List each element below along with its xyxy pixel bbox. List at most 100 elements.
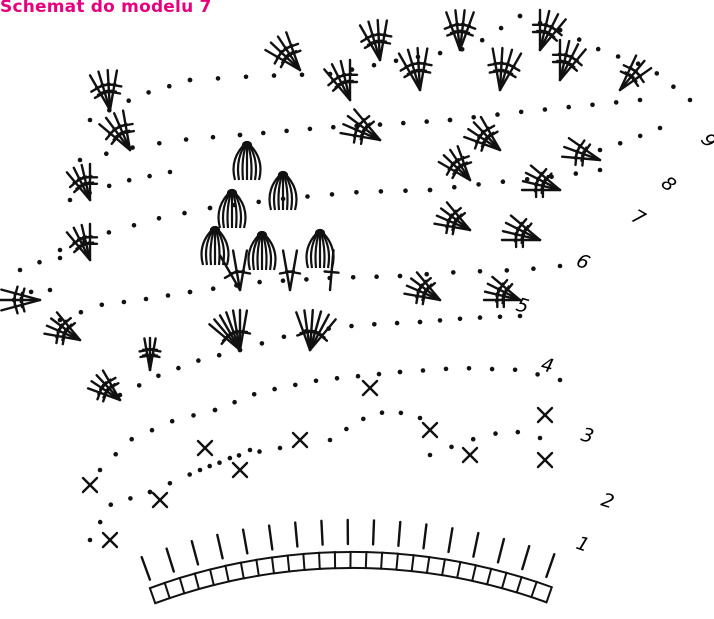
chain-stitch-dot: [278, 446, 283, 451]
chain-stitch-dot: [127, 178, 132, 183]
chain-stitch-dot: [257, 280, 262, 285]
chain-stitch-dot: [305, 194, 310, 199]
chain-stitch-dot: [401, 121, 406, 126]
chain-stitch-dot: [471, 115, 476, 120]
foundation-chain-block: [366, 552, 383, 569]
chain-stitch-dot: [449, 445, 454, 450]
round-1-stitch: [546, 554, 554, 577]
foundation-chain-block: [335, 552, 351, 568]
treble-crossbar: [119, 124, 133, 126]
chain-stitch-dot: [596, 47, 601, 52]
chain-stitch-dot: [428, 188, 433, 193]
chain-stitch-dot: [671, 84, 676, 89]
chain-stitch-dot: [282, 335, 287, 340]
chain-stitch-dot: [574, 171, 579, 176]
chain-stitch-dot: [490, 367, 495, 372]
chain-stitch-dot: [191, 413, 196, 418]
chain-stitch-dot: [398, 370, 403, 375]
chain-stitch-dot: [577, 37, 582, 42]
chain-stitch-dot: [379, 189, 384, 194]
row-number-label: 9: [696, 129, 714, 152]
chain-stitch-dot: [228, 456, 233, 461]
chain-stitch-dot: [208, 206, 213, 211]
chain-stitch-dot: [614, 100, 619, 105]
chain-stitch-dot: [519, 110, 524, 115]
chain-stitch-dot: [308, 127, 313, 132]
chain-stitch-dot: [688, 98, 693, 103]
foundation-chain-block: [303, 553, 320, 570]
chain-stitch-dot: [418, 416, 423, 421]
round-1-stitch: [142, 557, 150, 580]
chain-stitch-dot: [293, 383, 298, 388]
chain-stitch-dot: [403, 188, 408, 193]
treble-crossbar: [576, 141, 584, 153]
cluster-stitches: [202, 142, 334, 270]
chain-stitch-dot: [513, 368, 518, 373]
chain-stitch-dot: [216, 76, 221, 81]
chain-stitch-dot: [590, 103, 595, 108]
treble-crochet-symbol: [240, 251, 247, 290]
chain-stitch-dot: [377, 372, 382, 377]
chain-stitch-dot: [98, 468, 103, 473]
chain-stitch-dot: [252, 392, 257, 397]
chain-stitch-dot: [182, 211, 187, 216]
chain-stitch-dot: [518, 14, 523, 19]
chain-stitch-dot: [558, 264, 563, 269]
chain-stitch-dot: [655, 71, 660, 76]
chain-stitch-dot: [188, 290, 193, 295]
chain-stitch-dot: [104, 151, 109, 156]
chain-stitch-dot: [598, 148, 603, 153]
chain-stitch-dot: [122, 300, 127, 305]
chain-stitch-dot: [170, 419, 175, 424]
chain-stitch-dot: [18, 268, 23, 273]
round-1-stitch: [321, 521, 322, 545]
chain-stitch-dot: [428, 453, 433, 458]
chain-stitch-dot: [132, 223, 137, 228]
chain-stitch-dot: [331, 125, 336, 130]
row-number-label: 3: [579, 424, 596, 448]
chain-stitch-dot: [424, 119, 429, 124]
chain-stitch-dot: [438, 318, 443, 323]
chain-stitch-dot: [618, 141, 623, 146]
foundation-chain-block: [381, 553, 398, 570]
round-1-stitch: [243, 530, 247, 554]
chain-stitch-dot: [361, 417, 366, 422]
chain-stitch-dot: [304, 277, 309, 282]
chain-stitch-dot: [188, 78, 193, 83]
chain-stitch-dot: [128, 496, 133, 501]
chain-stitch-dot: [493, 431, 498, 436]
round-1-stitch: [217, 535, 222, 558]
chain-stitch-dot: [330, 192, 335, 197]
chain-stitch-dot: [399, 411, 404, 416]
chain-stitch-dot: [157, 216, 162, 221]
chain-stitch-dot: [451, 270, 456, 275]
chain-stitch-dot: [260, 341, 265, 346]
chain-stitch-dot: [418, 320, 423, 325]
chain-stitch-dot: [168, 481, 173, 486]
chain-stitch-dot: [196, 358, 201, 363]
chain-stitch-dot: [566, 105, 571, 110]
chain-stitch-dot: [100, 303, 105, 308]
chain-stitch-dot: [480, 38, 485, 43]
chain-stitch-dot: [184, 137, 189, 142]
chain-stitch-dot: [354, 190, 359, 195]
chain-stitch-dot: [372, 322, 377, 327]
round-1-stitch: [192, 541, 198, 564]
chain-stitch-dot: [638, 98, 643, 103]
chain-stitch-dot: [109, 502, 114, 507]
treble-crossbar: [325, 272, 339, 273]
round-1-stitch: [167, 549, 174, 572]
row-number-label: 4: [539, 354, 556, 378]
chain-stitch-dot: [58, 248, 63, 253]
chain-stitch-dot: [213, 408, 218, 413]
chain-stitch-dot: [478, 315, 483, 320]
chain-stitch-dot: [558, 378, 563, 383]
round-1-stitch: [498, 539, 504, 562]
foundation-chain-block: [288, 554, 305, 571]
round-1-stitch: [269, 526, 272, 550]
chain-stitch-dot: [438, 51, 443, 56]
chain-stitch-dot: [505, 268, 510, 273]
foundation-chain-block: [350, 552, 366, 568]
chain-stitch-dot: [176, 366, 181, 371]
